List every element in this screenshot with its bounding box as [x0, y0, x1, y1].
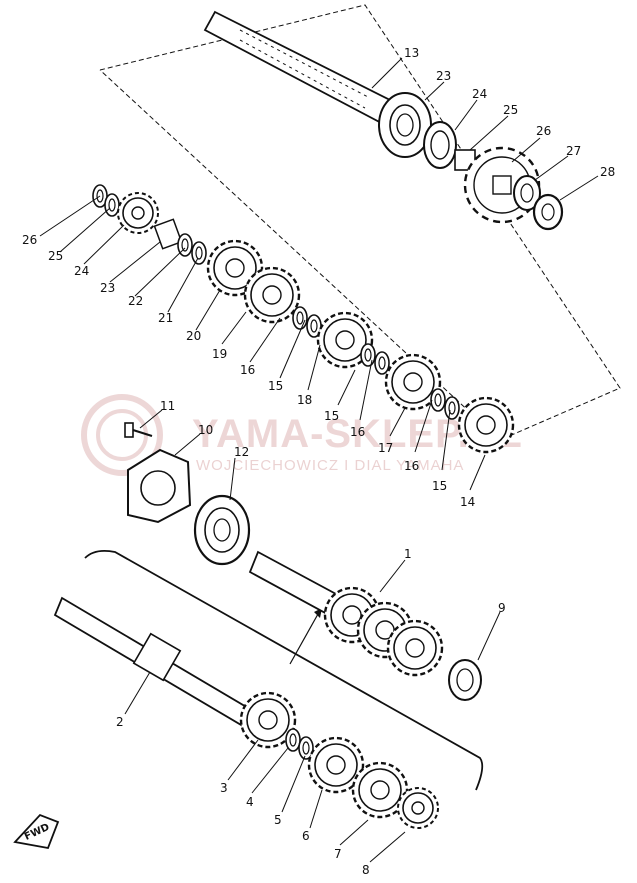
part-labels: 13 23 24 25 26 27 28 26 25 24 23 22 21 2…: [22, 46, 615, 877]
label-13: 13: [404, 46, 419, 60]
label-20: 20: [186, 329, 201, 343]
label-28: 24: [472, 87, 487, 101]
label-4: 4: [246, 795, 254, 809]
label-16b: 16: [350, 425, 365, 439]
bearing-12: [193, 494, 251, 566]
label-5: 5: [274, 813, 282, 827]
label-9: 9: [498, 601, 506, 615]
label-24: 24: [74, 264, 89, 278]
label-10: 10: [198, 423, 213, 437]
bearing-9: [448, 659, 482, 701]
label-18: 18: [297, 393, 312, 407]
label-32: 28: [600, 165, 615, 179]
label-31: 27: [566, 144, 581, 158]
oil-seal-28: [423, 121, 457, 169]
main-axle: [248, 550, 444, 677]
label-15b: 15: [324, 409, 339, 423]
label-2: 2: [116, 715, 124, 729]
watermark-logo-icon: [81, 394, 163, 476]
label-14: 14: [460, 495, 475, 509]
leader-lines: [39, 57, 599, 863]
label-6: 6: [302, 829, 310, 843]
label-27: 23: [436, 69, 451, 83]
lock-washer-31: [513, 175, 541, 211]
label-30: 26: [536, 124, 551, 138]
label-11: 11: [160, 399, 175, 413]
label-29: 25: [503, 103, 518, 117]
nut-32: [532, 193, 564, 231]
label-12: 12: [234, 445, 249, 459]
screw-11: [124, 422, 153, 438]
fwd-badge: FWD: [13, 813, 60, 850]
label-17: 17: [378, 441, 393, 455]
label-15a: 15: [268, 379, 283, 393]
label-7: 7: [334, 847, 342, 861]
bearing-27: [378, 92, 432, 158]
drive-axle-group-outline: [99, 4, 621, 441]
label-19: 19: [212, 347, 227, 361]
drive-axle: [203, 10, 402, 127]
label-16a: 16: [240, 363, 255, 377]
drive-axle-gears: [92, 184, 515, 454]
label-25: 25: [48, 249, 63, 263]
label-23: 23: [100, 281, 115, 295]
group-bracket: [84, 549, 484, 791]
label-3: 3: [220, 781, 228, 795]
label-1: 1: [404, 547, 412, 561]
label-16c: 16: [404, 459, 419, 473]
shaft-2: [53, 596, 439, 829]
label-22: 22: [128, 294, 143, 308]
watermark-subline: WOJCIECHOWICZ I DIAL YAMAHA: [196, 457, 464, 474]
label-15c: 15: [432, 479, 447, 493]
label-26: 26: [22, 233, 37, 247]
label-8: 8: [362, 863, 370, 877]
label-21: 21: [158, 311, 173, 325]
